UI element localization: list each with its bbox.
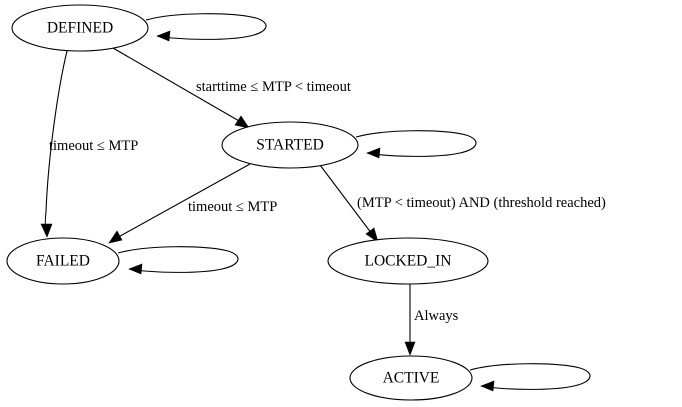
edge-started-to-locked-in-label: (MTP < timeout) AND (threshold reached) [357, 195, 606, 211]
self-loop-started[interactable] [355, 130, 477, 159]
node-started-label: STARTED [256, 137, 324, 154]
node-failed-label: FAILED [36, 253, 90, 270]
edge-started-to-locked-in[interactable]: (MTP < timeout) AND (threshold reached) [319, 164, 606, 243]
edge-started-to-locked-in-path [319, 164, 376, 239]
edge-started-to-failed[interactable]: timeout ≤ MTP [108, 163, 277, 244]
edge-defined-to-started-label: starttime ≤ MTP < timeout [196, 79, 351, 95]
self-loop-active-arrowhead [480, 380, 495, 392]
node-locked-in-ellipse [327, 237, 489, 285]
self-loop-failed-arrowhead [128, 263, 143, 275]
self-loop-defined[interactable] [145, 13, 267, 42]
self-loop-failed[interactable] [117, 246, 239, 275]
edge-locked-in-to-active[interactable]: Always [404, 284, 459, 356]
edge-defined-to-failed[interactable]: timeout ≤ MTP [40, 50, 138, 238]
node-active[interactable]: ACTIVE [349, 355, 473, 401]
edge-defined-to-failed-label: timeout ≤ MTP [49, 138, 138, 154]
self-loop-started-path [355, 130, 477, 157]
node-started[interactable]: STARTED [221, 121, 359, 169]
node-failed[interactable]: FAILED [6, 237, 120, 285]
edge-defined-to-started[interactable]: starttime ≤ MTP < timeout [112, 47, 351, 129]
self-loop-failed-path [117, 246, 239, 273]
self-loop-defined-path [145, 13, 267, 40]
self-loop-active-path [469, 363, 591, 390]
edge-defined-to-started-path [112, 47, 247, 126]
node-locked-in-label: LOCKED_IN [365, 253, 452, 270]
edge-locked-in-to-active-label: Always [414, 308, 459, 324]
node-defined-ellipse [11, 4, 149, 52]
edge-started-to-failed-label: timeout ≤ MTP [188, 199, 277, 215]
edge-defined-to-failed-arrowhead [40, 223, 53, 238]
node-defined[interactable]: DEFINED [11, 4, 149, 52]
self-loop-active[interactable] [469, 363, 591, 392]
self-loop-defined-arrowhead [156, 30, 171, 42]
self-loop-started-arrowhead [366, 147, 381, 159]
edge-defined-to-started-arrowhead [234, 115, 250, 129]
node-defined-label: DEFINED [47, 20, 113, 37]
node-started-ellipse [221, 121, 359, 169]
node-failed-ellipse [6, 237, 120, 285]
edge-locked-in-to-active-arrowhead [404, 341, 416, 356]
edge-started-to-failed-arrowhead [108, 230, 123, 244]
node-locked-in[interactable]: LOCKED_IN [327, 237, 489, 285]
node-active-ellipse [349, 355, 473, 401]
node-active-label: ACTIVE [383, 370, 440, 387]
edge-started-to-failed-path [112, 163, 251, 241]
edge-started-to-locked-in-arrowhead [365, 227, 379, 243]
